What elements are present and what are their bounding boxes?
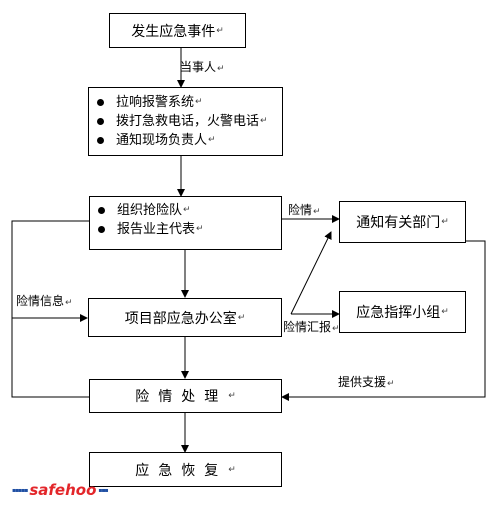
bullet-icon xyxy=(98,207,105,214)
label-danger-report-wrap: 险情汇报↵ xyxy=(283,318,340,335)
paragraph-mark-icon: ↵ xyxy=(228,464,236,475)
logo-prefix: ▪▪▪▪▪ xyxy=(12,486,28,494)
alarm-item: 通知现场负责人↵ xyxy=(93,131,278,150)
paragraph-mark-icon: ↵ xyxy=(217,64,225,74)
office-text: 项目部应急办公室 xyxy=(124,310,237,327)
label-party-wrap: 当事人↵ xyxy=(180,58,225,75)
rescue-item: 组织抢险队↵ xyxy=(94,201,277,220)
alarm-item-text: 拨打急救电话，火警电话 xyxy=(116,114,260,129)
event-text: 发生应急事件 xyxy=(131,23,216,40)
paragraph-mark-icon: ↵ xyxy=(260,116,268,126)
office-box: 项目部应急办公室↵ xyxy=(88,298,282,337)
handle-text: 险情处理 xyxy=(135,389,228,405)
label-danger-wrap: 险情↵ xyxy=(288,201,321,218)
notify-text: 通知有关部门 xyxy=(356,215,441,231)
command-box: 应急指挥小组↵ xyxy=(339,291,466,333)
recover-box: 应急恢复↵ xyxy=(89,452,282,487)
paragraph-mark-icon: ↵ xyxy=(65,298,73,308)
paragraph-mark-icon: ↵ xyxy=(237,312,246,323)
handle-box: 险情处理↵ xyxy=(89,379,282,413)
rescue-item-text: 报告业主代表 xyxy=(117,222,196,237)
paragraph-mark-icon: ↵ xyxy=(208,135,216,145)
paragraph-mark-icon: ↵ xyxy=(332,324,340,334)
alarm-item-text: 拉响报警系统 xyxy=(116,95,195,110)
label-danger-info: 险情信息 xyxy=(16,294,65,308)
paragraph-mark-icon: ↵ xyxy=(441,217,449,227)
rescue-item: 报告业主代表↵ xyxy=(94,220,277,239)
label-danger: 险情 xyxy=(288,203,313,217)
paragraph-mark-icon: ↵ xyxy=(216,25,224,36)
rescue-box: 组织抢险队↵ 报告业主代表↵ xyxy=(89,196,282,250)
logo-brand: safehoo xyxy=(29,481,97,499)
label-party: 当事人 xyxy=(180,60,217,74)
paragraph-mark-icon: ↵ xyxy=(196,224,204,234)
label-support-wrap: 提供支援↵ xyxy=(338,373,395,390)
alarm-item: 拉响报警系统↵ xyxy=(93,93,278,112)
alarm-box: 拉响报警系统↵ 拨打急救电话，火警电话↵ 通知现场负责人↵ xyxy=(88,87,283,156)
support-line xyxy=(281,240,486,401)
bullet-icon xyxy=(97,99,104,106)
label-support: 提供支援 xyxy=(338,375,387,389)
notify-box: 通知有关部门↵ xyxy=(339,201,466,243)
safehoo-logo: ▪▪▪▪▪ safehoo ▪▪▪ xyxy=(12,481,109,499)
paragraph-mark-icon: ↵ xyxy=(183,205,191,215)
paragraph-mark-icon: ↵ xyxy=(441,307,449,317)
label-danger-report: 险情汇报 xyxy=(283,320,332,334)
bullet-icon xyxy=(97,118,104,125)
alarm-list: 拉响报警系统↵ 拨打急救电话，火警电话↵ 通知现场负责人↵ xyxy=(93,93,278,150)
recover-text: 应急恢复 xyxy=(135,462,228,479)
label-danger-info-wrap: 险情信息↵ xyxy=(16,292,73,309)
paragraph-mark-icon: ↵ xyxy=(228,391,236,401)
left-loop-line xyxy=(11,220,89,398)
alarm-item-text: 通知现场负责人 xyxy=(116,133,208,148)
alarm-item: 拨打急救电话，火警电话↵ xyxy=(93,112,278,131)
command-text: 应急指挥小组 xyxy=(356,305,441,321)
arrow-office-to-notify xyxy=(290,231,332,315)
paragraph-mark-icon: ↵ xyxy=(387,379,395,389)
bullet-icon xyxy=(98,226,105,233)
paragraph-mark-icon: ↵ xyxy=(195,97,203,107)
rescue-item-text: 组织抢险队 xyxy=(117,203,183,218)
paragraph-mark-icon: ↵ xyxy=(313,207,321,217)
logo-suffix: ▪▪▪ xyxy=(98,486,108,494)
event-box: 发生应急事件↵ xyxy=(109,13,246,48)
bullet-icon xyxy=(97,137,104,144)
rescue-list: 组织抢险队↵ 报告业主代表↵ xyxy=(94,201,277,239)
